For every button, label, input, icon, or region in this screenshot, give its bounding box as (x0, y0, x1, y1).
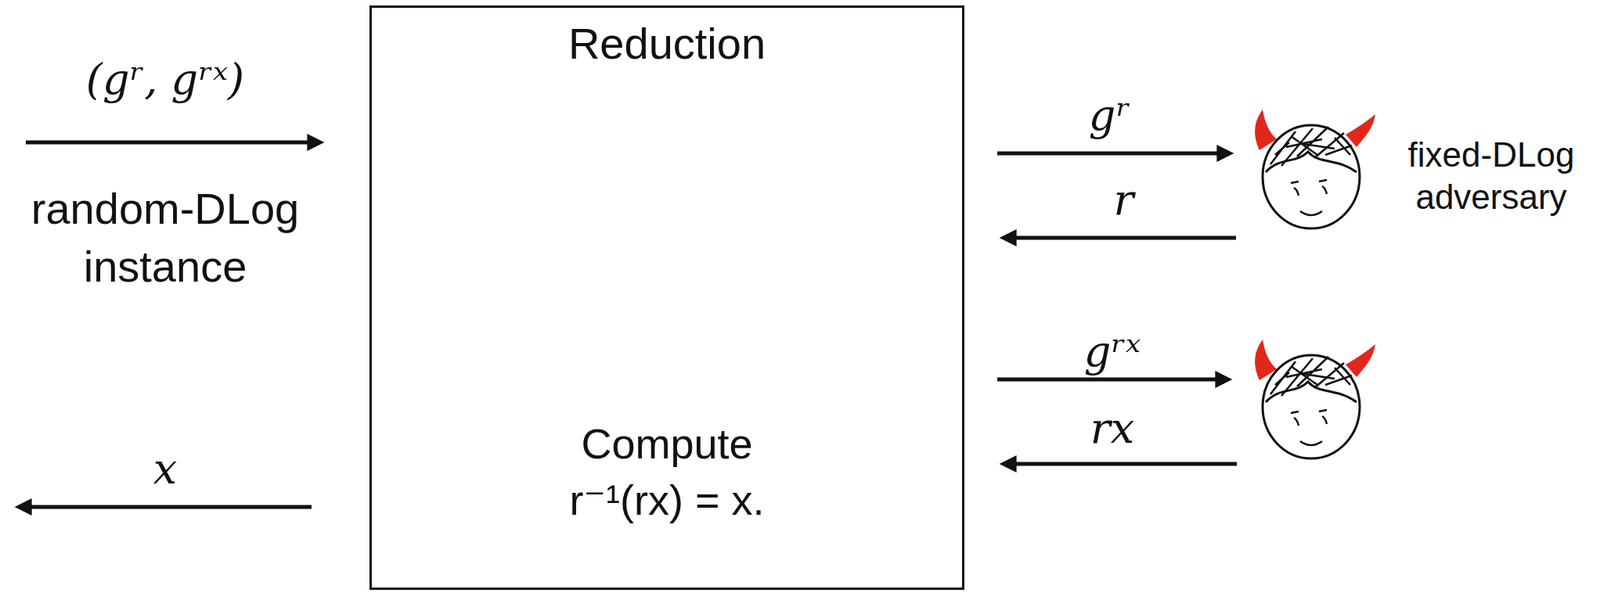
message-label: gʳ (1088, 90, 1131, 141)
edge-label-slot: gʳ (1031, 90, 1189, 141)
query-arrow (997, 378, 1221, 382)
input-arrow (25, 140, 313, 145)
message-label: r (1113, 175, 1135, 226)
adversary-face (1254, 339, 1376, 459)
adversary-face (1240, 100, 1382, 235)
label-slot: gʳˣ (1034, 327, 1191, 378)
box-title: Reduction (568, 18, 766, 69)
instance-caption: random-DLog instance (24, 180, 307, 296)
adversary-node: fixed-DLog adversary (1240, 100, 1382, 235)
edge-label-slot: r (1045, 175, 1203, 226)
label-slot: (gʳ, gʳˣ) (8, 54, 322, 105)
answer-arrow (1011, 462, 1237, 467)
label-slot: x (86, 444, 244, 495)
output-label: x (153, 444, 177, 495)
message-arrow (1011, 236, 1237, 241)
output-arrow (26, 505, 312, 510)
message-arrow (997, 151, 1222, 156)
label-slot: rx (1034, 403, 1191, 455)
answer-label: rx (1090, 403, 1135, 455)
reduction-box: ReductionCompute r⁻¹(rx) = x. (369, 5, 965, 591)
adversary-label: fixed-DLog adversary (1401, 133, 1582, 219)
box-body: Compute r⁻¹(rx) = x. (533, 415, 800, 529)
instance-tuple: (gʳ, gʳˣ) (86, 54, 245, 105)
label-slot: random-DLog instance (8, 180, 322, 296)
query-label: gʳˣ (1084, 327, 1141, 378)
adversary-face (1254, 109, 1376, 229)
